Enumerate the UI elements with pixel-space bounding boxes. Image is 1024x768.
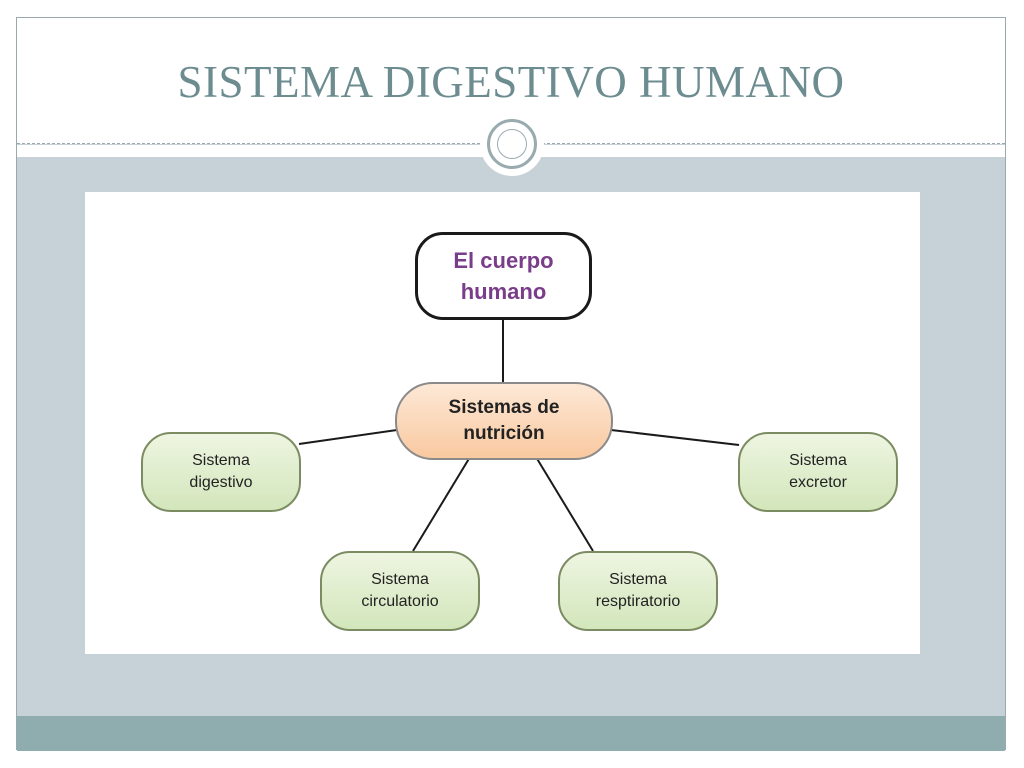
connector-center-digestivo — [298, 429, 398, 445]
leaf-node-line1: Sistema — [371, 571, 429, 588]
slide: SISTEMA DIGESTIVO HUMANO El cuerpo human… — [16, 17, 1006, 751]
leaf-node-digestivo: Sistema digestivo — [141, 432, 301, 512]
circle-ornament-icon — [487, 119, 537, 169]
connector-center-excretor — [610, 429, 740, 446]
center-node: Sistemas de nutrición — [395, 382, 613, 460]
leaf-node-line2: digestivo — [189, 474, 253, 491]
leaf-node-line2: resptiratorio — [595, 593, 681, 610]
leaf-node-circulatorio: Sistema circulatorio — [320, 551, 480, 631]
root-node-line1: El cuerpo — [453, 248, 554, 273]
leaf-node-line1: Sistema — [609, 571, 667, 588]
leaf-node-line2: circulatorio — [361, 593, 439, 610]
root-node-line2: humano — [460, 279, 547, 304]
leaf-node-line1: Sistema — [192, 452, 250, 469]
concept-map: El cuerpo humano Sistemas de nutrición S… — [85, 192, 920, 654]
leaf-node-excretor: Sistema excretor — [738, 432, 898, 512]
connector-center-respiratorio — [535, 456, 594, 552]
leaf-node-line2: excretor — [789, 474, 847, 491]
connector-center-circulatorio — [412, 456, 471, 552]
circle-ornament-inner — [497, 129, 527, 159]
center-node-line1: Sistemas de — [448, 397, 560, 418]
root-node: El cuerpo humano — [415, 232, 592, 320]
leaf-node-line1: Sistema — [789, 452, 847, 469]
connector-lines — [298, 320, 740, 552]
center-node-line2: nutrición — [463, 423, 545, 444]
footer-band — [17, 716, 1005, 751]
slide-title: SISTEMA DIGESTIVO HUMANO — [177, 57, 845, 107]
leaf-node-respiratorio: Sistema resptiratorio — [558, 551, 718, 631]
